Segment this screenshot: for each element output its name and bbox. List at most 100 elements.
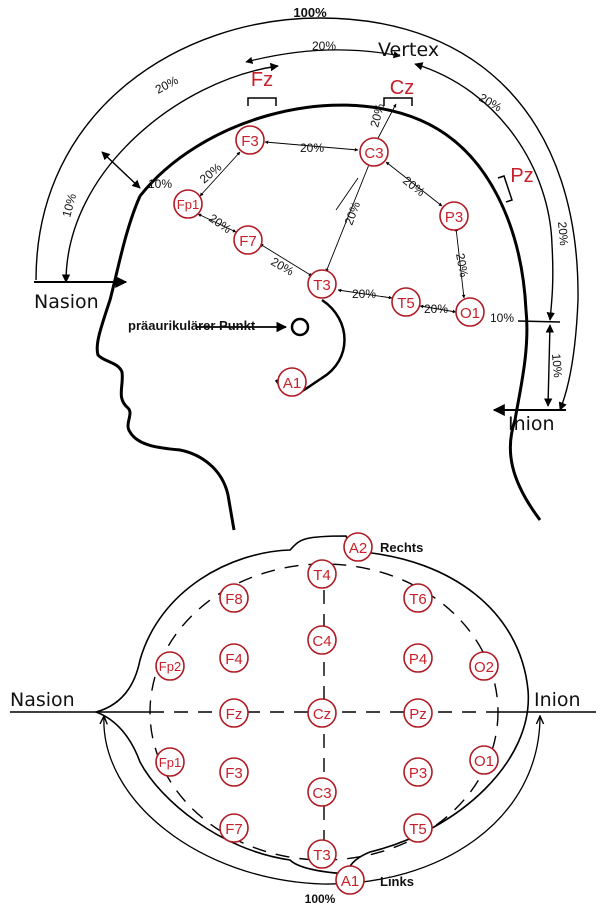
electrode-fp1-side: Fp1 xyxy=(174,190,202,218)
svg-text:F3: F3 xyxy=(241,133,259,150)
pct-p3-o1: 20% xyxy=(453,252,471,278)
total-percent-top: 100% xyxy=(293,5,327,20)
svg-text:O1: O1 xyxy=(474,753,494,770)
electrode-p3: P3 xyxy=(404,758,432,786)
arc-10-lower xyxy=(548,325,550,406)
electrode-f3: F3 xyxy=(220,758,248,786)
cz-cap xyxy=(384,98,412,106)
electrode-p3-side: P3 xyxy=(440,202,468,230)
svg-text:P4: P4 xyxy=(409,651,427,668)
electrode-o1-side: O1 xyxy=(456,298,484,326)
electrode-o1: O1 xyxy=(470,746,498,774)
links-label: Links xyxy=(380,874,414,889)
electrode-f7-side: F7 xyxy=(234,226,262,254)
svg-text:T5: T5 xyxy=(397,295,415,312)
top-view: Nasion Inion Rechts Links 100% A2 T4 F8 … xyxy=(10,533,596,906)
pct-fp1-f7: 20% xyxy=(206,211,234,236)
nasion-label-top: Nasion xyxy=(10,689,75,711)
svg-text:Fp2: Fp2 xyxy=(159,659,181,674)
pct-f3-c3: 20% xyxy=(300,141,324,155)
vertex-label: Vertex xyxy=(378,39,439,61)
svg-text:T3: T3 xyxy=(313,847,331,864)
top-total-percent: 100% xyxy=(305,892,336,906)
electrode-fz-side: Fz xyxy=(251,69,273,91)
svg-text:A1: A1 xyxy=(283,375,301,392)
electrode-a1-side: A1 xyxy=(278,368,306,396)
svg-text:F8: F8 xyxy=(225,591,243,608)
svg-text:F7: F7 xyxy=(225,821,243,838)
pct-t3-t5: 20% xyxy=(352,287,376,301)
electrode-fp1: Fp1 xyxy=(156,748,184,776)
preauricular-point xyxy=(292,319,308,335)
pct-o1-10: 10% xyxy=(490,311,514,325)
pct-c3-t3: 20% xyxy=(342,199,363,227)
pct-left-10: 10% xyxy=(59,192,79,219)
svg-text:F7: F7 xyxy=(239,233,257,250)
svg-text:A1: A1 xyxy=(341,873,359,890)
electrode-cz-side: Cz xyxy=(390,77,414,99)
electrode-t6: T6 xyxy=(404,584,432,612)
svg-text:T3: T3 xyxy=(313,277,331,294)
pct-right-10: 10% xyxy=(549,353,565,378)
pct-right-outer: 20% xyxy=(477,90,505,114)
svg-text:P3: P3 xyxy=(409,765,427,782)
nasion-label-side: Nasion xyxy=(34,291,99,313)
electrode-c3: C3 xyxy=(308,778,336,806)
electrode-o2: O2 xyxy=(470,652,498,680)
pct-left-outer: 20% xyxy=(153,73,181,97)
inion-label-side: Inion xyxy=(508,413,555,435)
inion-label-top: Inion xyxy=(534,689,581,711)
electrode-t5-side: T5 xyxy=(392,288,420,316)
electrode-f4: F4 xyxy=(220,644,248,672)
svg-text:Fp1: Fp1 xyxy=(177,197,199,212)
side-view: 100% Vertex Nasion Inion präaurikulärer … xyxy=(34,5,578,530)
svg-text:Pz: Pz xyxy=(409,706,427,723)
electrode-fp2: Fp2 xyxy=(156,652,184,680)
electrode-f7: F7 xyxy=(220,814,248,842)
svg-text:T5: T5 xyxy=(409,821,427,838)
electrode-pz-side: Pz xyxy=(510,165,533,187)
electrode-a2: A2 xyxy=(344,533,372,561)
electrode-t5: T5 xyxy=(404,814,432,842)
pct-c3-p3: 20% xyxy=(400,173,428,199)
rechts-label: Rechts xyxy=(380,540,423,555)
svg-text:Fp1: Fp1 xyxy=(159,755,181,770)
tick-10-right xyxy=(518,321,560,322)
svg-text:F4: F4 xyxy=(225,651,243,668)
electrode-t3: T3 xyxy=(308,840,336,868)
electrode-f3-side: F3 xyxy=(236,126,264,154)
electrode-t4: T4 xyxy=(308,560,336,588)
fz-cap xyxy=(248,98,276,106)
pct-vertex-arc: 20% xyxy=(312,39,336,53)
electrode-c4: C4 xyxy=(308,626,336,654)
svg-text:Cz: Cz xyxy=(313,706,331,723)
svg-text:P3: P3 xyxy=(445,209,463,226)
electrode-t3-side: T3 xyxy=(308,270,336,298)
svg-text:O1: O1 xyxy=(460,305,480,322)
pct-t5-o1: 20% xyxy=(424,302,448,316)
electrode-c3-side: C3 xyxy=(360,138,388,166)
svg-text:C3: C3 xyxy=(364,145,383,162)
svg-text:C3: C3 xyxy=(312,785,331,802)
electrode-pz: Pz xyxy=(404,699,432,727)
electrode-fz: Fz xyxy=(220,699,248,727)
electrode-cz: Cz xyxy=(308,699,336,727)
electrode-a1: A1 xyxy=(336,866,364,894)
tick-10-left xyxy=(102,152,140,188)
svg-text:T4: T4 xyxy=(313,567,331,584)
svg-text:F3: F3 xyxy=(225,765,243,782)
pct-right-lower: 20% xyxy=(555,221,571,246)
svg-text:A2: A2 xyxy=(349,540,367,557)
svg-text:Fz: Fz xyxy=(226,706,243,723)
electrode-f8: F8 xyxy=(220,584,248,612)
svg-text:O2: O2 xyxy=(474,659,494,676)
electrode-p4: P4 xyxy=(404,644,432,672)
pct-f3-fp1: 20% xyxy=(197,160,225,186)
preauricular-label: präaurikulärer Punkt xyxy=(128,318,256,333)
pct-left-inner-10: 10% xyxy=(148,177,172,191)
svg-text:T6: T6 xyxy=(409,591,427,608)
pct-f7-t3: 20% xyxy=(269,254,297,278)
outer-arc-total xyxy=(36,18,578,410)
svg-text:C4: C4 xyxy=(312,633,331,650)
